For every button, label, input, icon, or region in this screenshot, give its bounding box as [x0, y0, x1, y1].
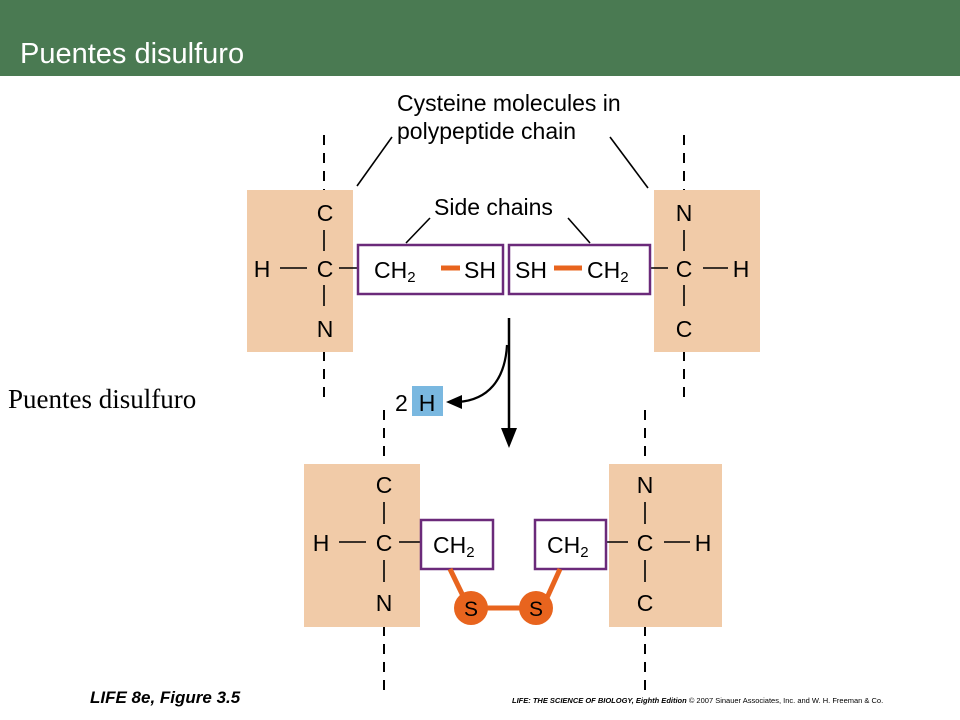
atom-h: H — [254, 256, 271, 282]
side-chain-box-left — [356, 243, 505, 296]
figure-label: LIFE 8e, Figure 3.5 — [90, 688, 241, 707]
sulfur-atom — [454, 591, 488, 625]
ch2-group-label: CH2 — [547, 532, 589, 561]
released-hydrogen-atom: H — [419, 390, 436, 416]
atom-c: C — [637, 590, 654, 616]
caption-pointer-line — [356, 136, 393, 187]
disulfide-bond — [543, 567, 563, 602]
atom-c: C — [676, 316, 693, 342]
ch2-group-label: CH2 — [374, 257, 416, 286]
released-hydrogen-count: 2 — [395, 390, 408, 416]
ch2-group-label: CH2 — [587, 257, 629, 286]
backbone-box-left-bottom — [304, 464, 420, 627]
caption-cysteine-line1: Cysteine molecules in — [397, 90, 621, 116]
atom-c: C — [637, 530, 654, 556]
atom-c: C — [676, 256, 693, 282]
caption-side-chains: Side chains — [434, 194, 553, 220]
sh-group-label: SH — [515, 257, 547, 283]
side-chain-box-right-bottom — [533, 518, 608, 571]
copyright-credit: LIFE: THE SCIENCE OF BIOLOGY, Eighth Edi… — [512, 697, 883, 705]
atom-n: N — [676, 200, 693, 226]
atom-h: H — [695, 530, 712, 556]
atom-c: C — [317, 200, 334, 226]
sulfur-label: S — [529, 598, 543, 621]
backbone-box-right-bottom — [609, 464, 722, 627]
atom-n: N — [376, 590, 393, 616]
sulfur-label: S — [464, 598, 478, 621]
credit-rest: © 2007 Sinauer Associates, Inc. and W. H… — [686, 696, 884, 705]
side-chain-box-left-bottom — [419, 518, 495, 571]
atom-n: N — [637, 472, 654, 498]
sh-group-label: SH — [464, 257, 496, 283]
atom-c: C — [376, 472, 393, 498]
atom-c: C — [317, 256, 334, 282]
atom-c: C — [376, 530, 393, 556]
sulfur-atom — [519, 591, 553, 625]
caption-cysteine-line2: polypeptide chain — [397, 118, 576, 144]
atom-h: H — [313, 530, 330, 556]
side-chain-box-right — [507, 243, 652, 296]
hydrogen-release-arrow-head — [446, 395, 462, 409]
atom-n: N — [317, 316, 334, 342]
credit-title: LIFE: THE SCIENCE OF BIOLOGY, Eighth Edi… — [512, 696, 687, 705]
ch2-group-label: CH2 — [433, 532, 475, 561]
caption-pointer-line — [405, 217, 431, 244]
side-label: Puentes disulfuro — [8, 384, 197, 414]
title-bar: Puentes disulfuro — [0, 0, 960, 76]
caption-pointer-line — [567, 217, 591, 244]
hydrogen-box — [412, 386, 443, 416]
hydrogen-release-arrow — [457, 344, 509, 404]
slide-title: Puentes disulfuro — [20, 38, 245, 70]
atom-h: H — [733, 256, 750, 282]
caption-pointer-line — [609, 136, 649, 189]
reaction-arrow-head — [501, 428, 517, 448]
